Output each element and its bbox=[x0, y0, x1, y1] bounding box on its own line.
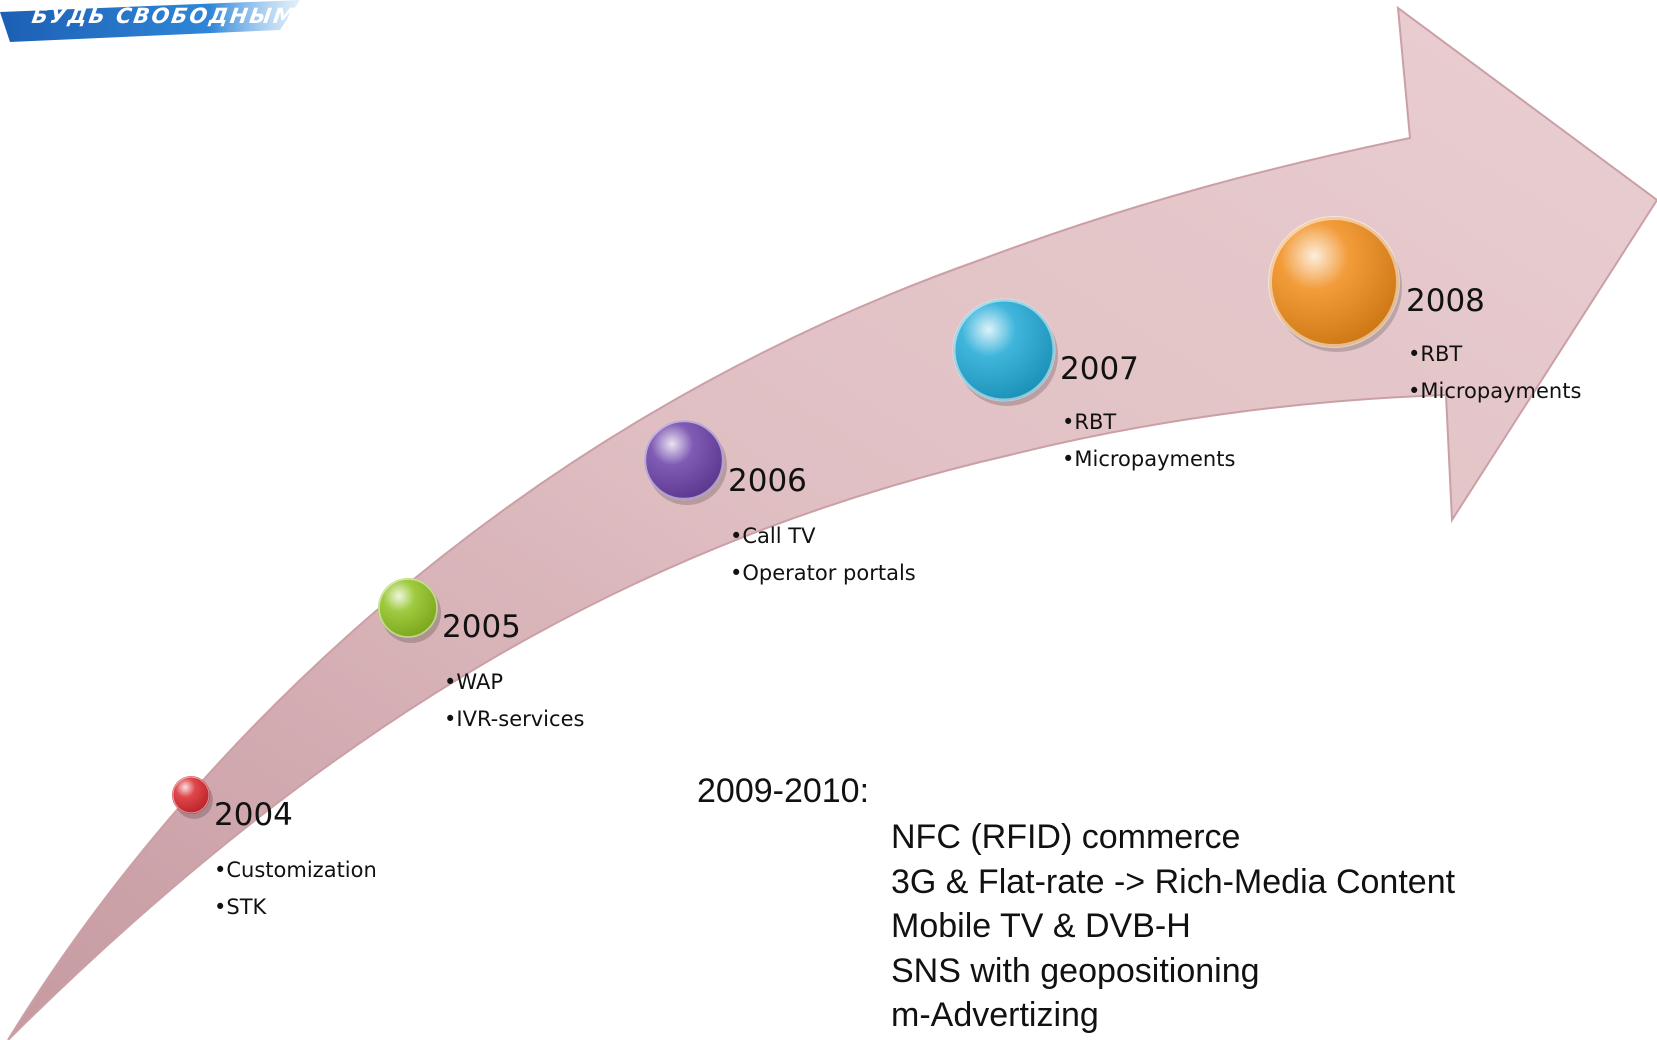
year-2005: 2005 bbox=[442, 609, 521, 645]
milestone-dot-2004 bbox=[172, 776, 213, 819]
future-item-nfc: NFC (RFID) commerce bbox=[891, 818, 1241, 856]
item-call-tv: •Call TV bbox=[730, 524, 816, 548]
item-operator-portals: •Operator portals bbox=[730, 561, 916, 585]
future-item-m-advertizing: m-Advertizing bbox=[891, 996, 1099, 1034]
brand-slogan: БУДЬ СВОБОДНЫМ! bbox=[30, 4, 310, 28]
item-micropayments: •Micropayments bbox=[1062, 447, 1236, 471]
future-title: 2009-2010: bbox=[697, 772, 870, 810]
item-rbt: •RBT bbox=[1062, 410, 1117, 434]
milestone-dot-2007 bbox=[952, 298, 1058, 406]
item-ivr-services: •IVR-services bbox=[444, 707, 585, 731]
year-2004: 2004 bbox=[214, 797, 293, 833]
future-list: NFC (RFID) commerce 3G & Flat-rate -> Ri… bbox=[891, 815, 1455, 1038]
future-item-3g: 3G & Flat-rate -> Rich-Media Content bbox=[891, 862, 1456, 901]
year-2007: 2007 bbox=[1060, 351, 1139, 387]
items-2008: •RBT •Micropayments bbox=[1408, 336, 1581, 410]
item-stk: •STK bbox=[214, 895, 267, 919]
items-2004: •Customization •STK bbox=[214, 852, 377, 926]
year-2008: 2008 bbox=[1406, 283, 1485, 319]
future-item-mobile-tv: Mobile TV & DVB-H bbox=[891, 907, 1191, 945]
items-2005: •WAP •IVR-services bbox=[444, 664, 584, 738]
milestone-dot-2008 bbox=[1268, 216, 1402, 352]
milestone-dot-2006 bbox=[643, 419, 727, 505]
milestone-dot-2005 bbox=[378, 578, 441, 643]
banner-swoosh bbox=[0, 0, 300, 42]
item-wap: •WAP bbox=[444, 670, 504, 694]
item-customization: •Customization bbox=[214, 858, 377, 882]
brand-banner: БУДЬ СВОБОДНЫМ! bbox=[0, 0, 310, 44]
item-rbt: •RBT bbox=[1408, 342, 1463, 366]
future-item-sns: SNS with geopositioning bbox=[891, 951, 1260, 990]
arrow-shape bbox=[7, 5, 1657, 1040]
year-2006: 2006 bbox=[728, 463, 807, 499]
item-micropayments: •Micropayments bbox=[1408, 379, 1582, 403]
items-2007: •RBT •Micropayments bbox=[1062, 404, 1235, 478]
items-2006: •Call TV •Operator portals bbox=[730, 518, 916, 592]
